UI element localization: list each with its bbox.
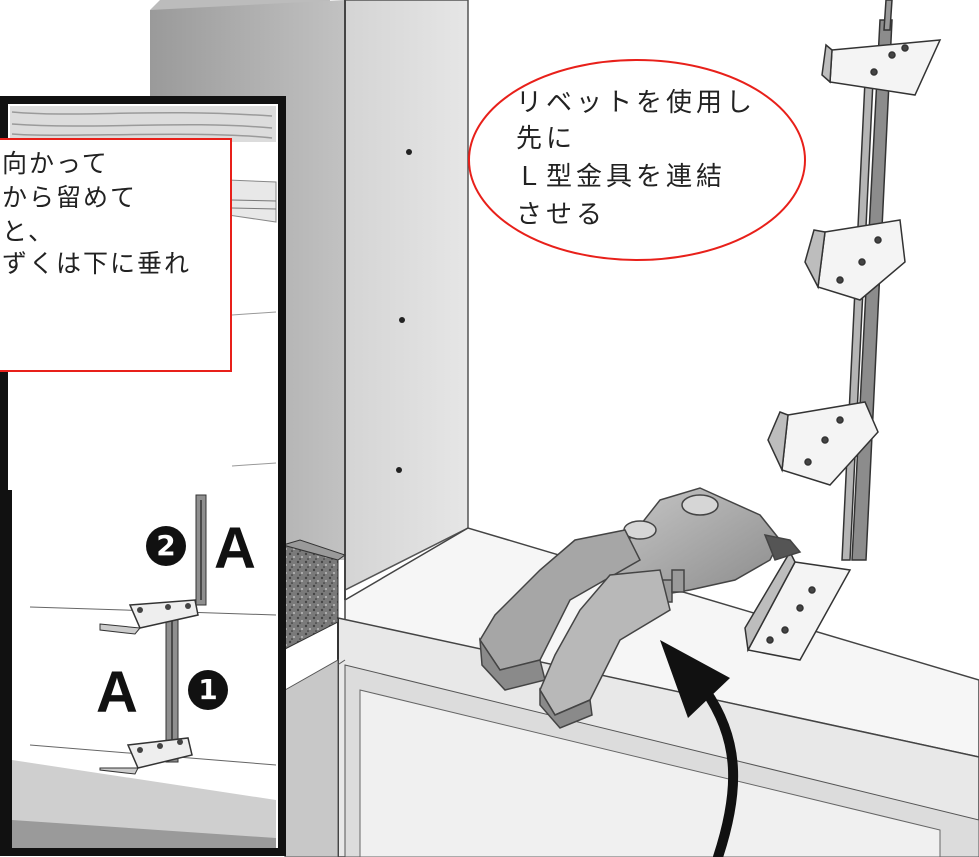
note-line-2: から留めて xyxy=(2,183,138,212)
label-a-bottom: A xyxy=(96,660,138,725)
rivet-tool xyxy=(479,487,802,729)
step-1-badge: 1 xyxy=(188,670,228,710)
bracket-chain xyxy=(744,0,942,661)
l-bracket xyxy=(821,39,942,96)
instruction-note: 向かって から留めて と、 ずくは下に垂れ xyxy=(0,138,232,372)
screw-hole xyxy=(396,467,402,473)
pointer-arrow xyxy=(660,640,739,857)
l-bracket xyxy=(744,550,852,661)
pillar-face xyxy=(344,0,469,592)
callout-line-3: Ｌ型金具を連結 xyxy=(516,162,727,192)
screw-hole xyxy=(399,317,405,323)
callout-line-1: リベットを使用し xyxy=(516,88,757,118)
callout-line-2: 先に xyxy=(516,124,577,154)
label-a-top: A xyxy=(214,516,256,581)
step-2-badge: 2 xyxy=(146,526,186,566)
callout-bubble xyxy=(468,59,806,261)
callout-line-4: させる xyxy=(516,200,607,230)
note-line-1: 向かって xyxy=(2,149,109,178)
note-line-4: ずくは下に垂れ xyxy=(2,249,192,278)
note-line-3: と、 xyxy=(2,217,56,246)
l-bracket xyxy=(804,219,906,301)
callout-text: リベットを使用し 先に Ｌ型金具を連結 させる xyxy=(516,82,776,232)
screw-hole xyxy=(406,149,412,155)
l-bracket xyxy=(767,401,879,486)
